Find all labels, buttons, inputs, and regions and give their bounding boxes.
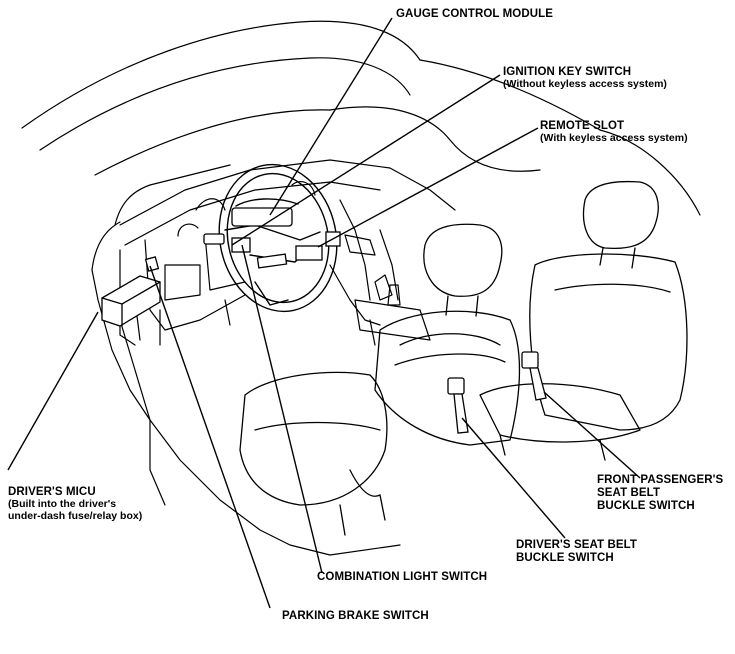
remote-slot-label: REMOTE SLOT (With keyless access system) [540,120,688,144]
car-body-outline [21,20,701,556]
leader-lines [7,17,641,609]
dashboard [119,159,456,346]
passenger-seat [479,180,688,461]
gauge-control-module-label: GAUGE CONTROL MODULE [396,8,554,20]
center-console [354,284,431,346]
front-passenger-seat-belt-label: FRONT PASSENGER'S SEAT BELT BUCKLE SWITC… [597,474,724,512]
combination-light-switch-label: COMBINATION LIGHT SWITCH [317,571,488,583]
drivers-seat [239,223,521,536]
drivers-micu-label: DRIVER'S MICU (Built into the driver's u… [8,486,143,522]
ignition-key-switch-label: IGNITION KEY SWITCH (Without keyless acc… [503,66,667,90]
parking-brake-switch-label: PARKING BRAKE SWITCH [282,610,429,622]
components [101,207,547,434]
drivers-seat-belt-label: DRIVER'S SEAT BELT BUCKLE SWITCH [516,539,638,564]
